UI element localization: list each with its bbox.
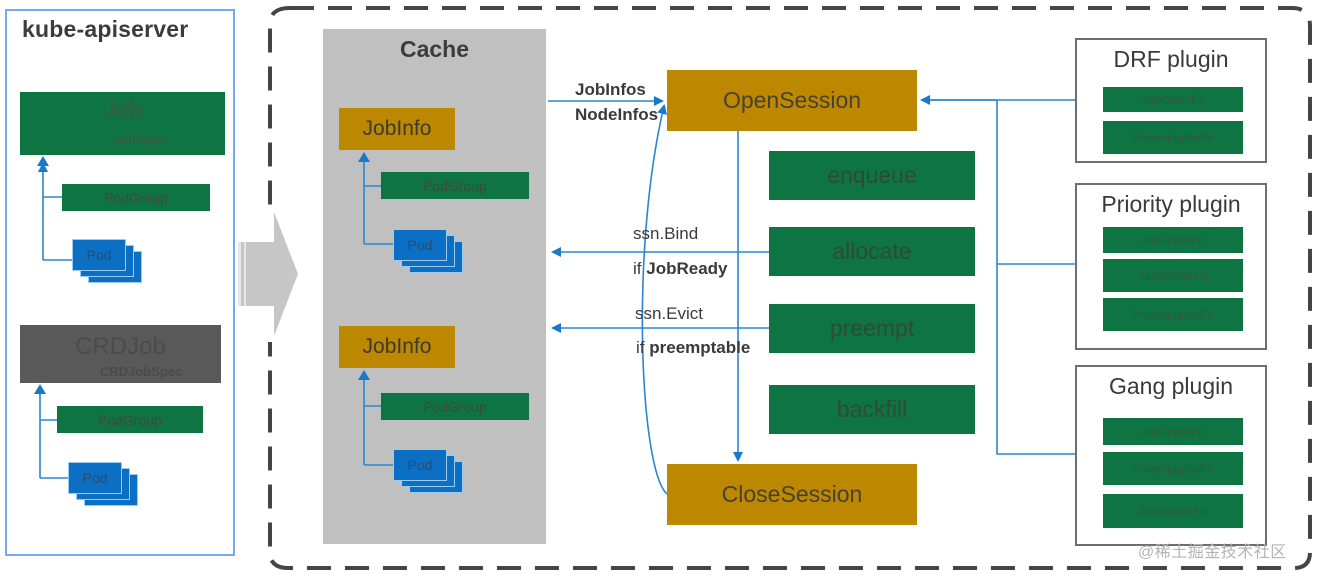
plugin-gang[interactable]: Gang plugin JobOrderFn PreemptableFn Job… xyxy=(1075,365,1267,546)
if-prefix: if xyxy=(633,259,647,278)
podgroup-box[interactable]: PodGroup xyxy=(62,184,210,211)
pod-card: Pod xyxy=(393,449,447,481)
arrowhead-icon xyxy=(34,384,46,394)
pod-stack[interactable]: Pod xyxy=(393,229,473,273)
tree-connector xyxy=(363,160,393,245)
if-prefix: if xyxy=(636,338,650,357)
pod-stack[interactable]: Pod xyxy=(72,239,152,283)
tree-connector xyxy=(39,392,68,479)
ssn-evict-label: ssn.Evict xyxy=(635,304,704,323)
ssn-bind-label: ssn.Bind xyxy=(633,224,699,243)
cache-title: Cache xyxy=(399,36,470,62)
kube-apiserver-title: kube-apiserver xyxy=(22,16,189,42)
crdjob-spec-label: CRDJobSpec xyxy=(100,364,183,379)
jobinfos-label: JobInfos xyxy=(575,80,646,99)
action-enqueue[interactable]: enqueue xyxy=(769,151,975,200)
plugin-title: DRF plugin xyxy=(1113,46,1229,72)
jobinfo-box[interactable]: JobInfo xyxy=(339,108,455,150)
podgroup-box[interactable]: PodGroup xyxy=(57,406,203,433)
plugin-fn[interactable]: JobReadyFn xyxy=(1103,494,1243,528)
plugin-bus xyxy=(922,99,1075,455)
plugin-fn[interactable]: TaskOrderFn xyxy=(1103,259,1243,292)
pod-card: Pod xyxy=(72,239,126,271)
arrowhead-icon xyxy=(37,156,49,166)
plugin-fn[interactable]: JobOrderFn xyxy=(1103,227,1243,253)
plugin-fn[interactable]: PreemptableFn xyxy=(1103,452,1243,485)
crdjob-title: CRDJob xyxy=(75,333,166,360)
tree-connector xyxy=(363,378,393,466)
pod-stack[interactable]: Pod xyxy=(68,462,148,506)
job-title: Job xyxy=(103,96,142,123)
watermark: @稀土掘金技术社区 xyxy=(1138,544,1287,561)
pod-card: Pod xyxy=(68,462,122,494)
session-loop-arrow xyxy=(641,104,668,495)
plugin-fn[interactable]: PreemptableFn xyxy=(1103,121,1243,154)
plugin-fn[interactable]: PreemptableFn xyxy=(1103,298,1243,331)
pod-stack[interactable]: Pod xyxy=(393,449,473,493)
nodeinfos-label: NodeInfos xyxy=(575,105,659,124)
pod-card: Pod xyxy=(393,229,447,261)
plugin-priority[interactable]: Priority plugin JobOrderFn TaskOrderFn P… xyxy=(1075,183,1267,350)
close-session-box[interactable]: CloseSession xyxy=(667,464,917,525)
crdjob-box[interactable] xyxy=(20,325,221,383)
arrowhead-icon xyxy=(358,152,370,162)
action-preempt[interactable]: preempt xyxy=(769,304,975,353)
preemptable-label: preemptable xyxy=(649,338,751,357)
jobready-label: JobReady xyxy=(646,259,728,278)
sync-arrow-icon xyxy=(236,212,298,342)
job-box[interactable] xyxy=(20,92,225,155)
action-backfill[interactable]: backfill xyxy=(769,385,975,434)
plugin-fn[interactable]: JobOrderFn xyxy=(1103,87,1243,112)
plugin-drf[interactable]: DRF plugin JobOrderFn PreemptableFn xyxy=(1075,38,1267,163)
plugin-title: Priority plugin xyxy=(1101,191,1241,217)
podgroup-box[interactable]: PodGroup xyxy=(381,393,529,420)
podgroup-box[interactable]: PodGroup xyxy=(381,172,529,199)
plugin-fn[interactable]: JobOrderFn xyxy=(1103,418,1243,445)
jobready-condition: if JobReady xyxy=(633,259,727,279)
open-session-box[interactable]: OpenSession xyxy=(667,70,917,131)
action-allocate[interactable]: allocate xyxy=(769,227,975,276)
jobinfo-box[interactable]: JobInfo xyxy=(339,326,455,368)
arrowhead-icon xyxy=(358,370,370,380)
tree-connector xyxy=(42,164,72,261)
job-spec-label: JobSpec xyxy=(113,132,168,147)
plugin-title: Gang plugin xyxy=(1108,373,1234,399)
preemptable-condition: if preemptable xyxy=(636,338,750,358)
